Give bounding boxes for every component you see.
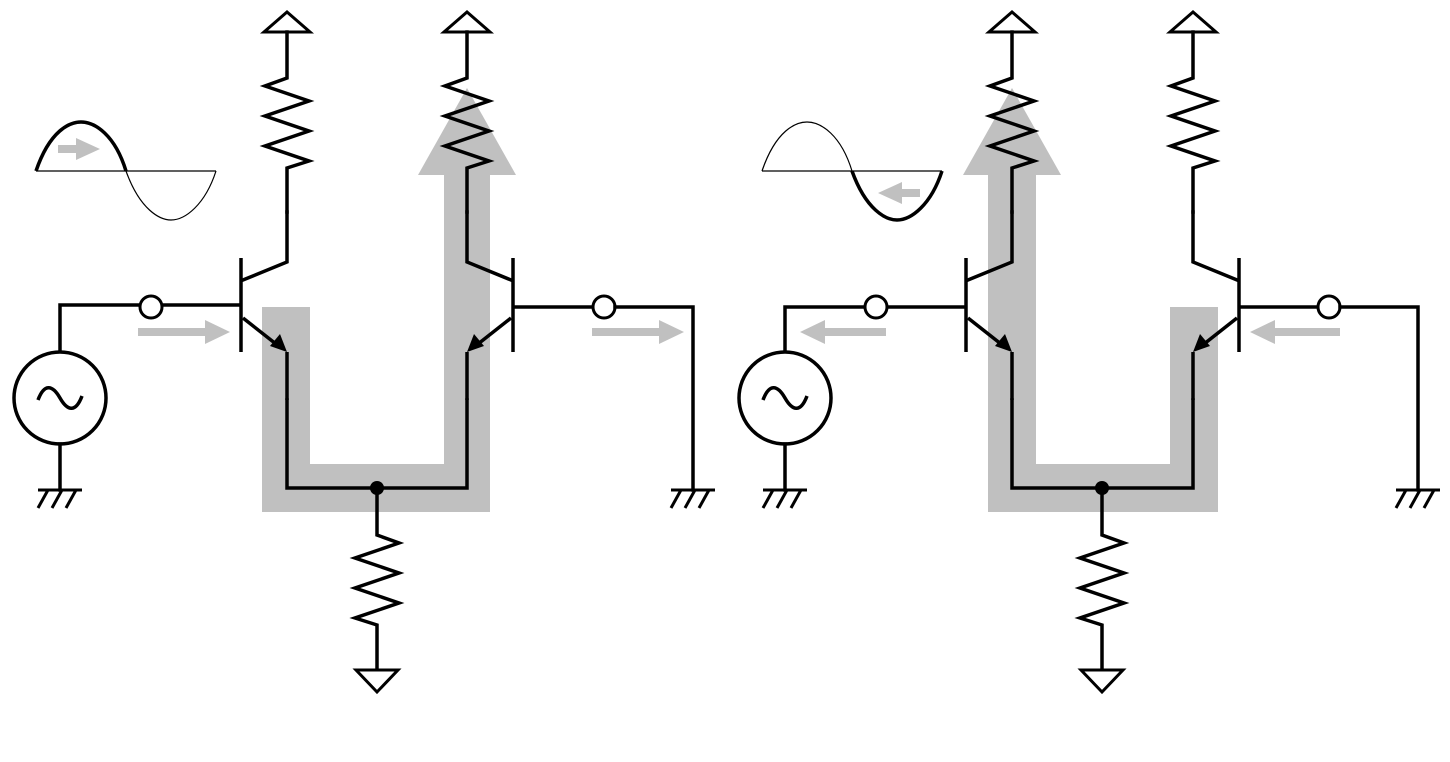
resistor-icon [349,486,405,672]
resistor-icon [1074,486,1130,672]
panel-right [737,10,1440,695]
ac-source-icon [737,350,833,446]
input-wire [783,305,866,354]
npn-transistor-icon [239,210,289,400]
resistor-icon [984,30,1040,214]
output-arrow-left-icon [1250,320,1340,344]
resistor-icon [439,30,495,214]
supply-triangle-icon [439,10,495,34]
output-wire [1338,305,1420,492]
resistor-icon [1165,30,1221,214]
terminal-icon [1316,294,1342,320]
ground-icon [36,488,82,509]
npn-transistor-icon [465,210,515,400]
ground-icon [669,488,715,509]
output-arrow-right-icon [592,320,684,344]
input-arrow-right-icon [138,320,230,344]
flow-arrow-up-icon [418,88,516,175]
input-wire [58,303,142,354]
ground-icon [761,488,807,509]
supply-triangle-icon [352,668,402,695]
sine-wave-icon [34,120,217,221]
ground-icon [1394,488,1440,509]
npn-transistor-icon [964,210,1014,400]
resistor-icon [259,30,315,214]
ac-source-icon [12,350,108,446]
supply-triangle-icon [1165,10,1221,34]
supply-triangle-icon [984,10,1040,34]
terminal-icon [863,294,889,320]
flow-arrow-up-icon [963,88,1061,175]
panel-left [12,10,715,695]
terminal-icon [138,294,164,320]
output-wire [613,305,695,492]
sine-wave-icon [761,121,944,222]
supply-triangle-icon [259,10,315,34]
flow-highlight-left [262,88,516,512]
terminal-icon [591,294,617,320]
npn-transistor-icon [1191,210,1241,400]
supply-triangle-icon [1077,668,1127,695]
input-arrow-left-icon [800,320,886,344]
